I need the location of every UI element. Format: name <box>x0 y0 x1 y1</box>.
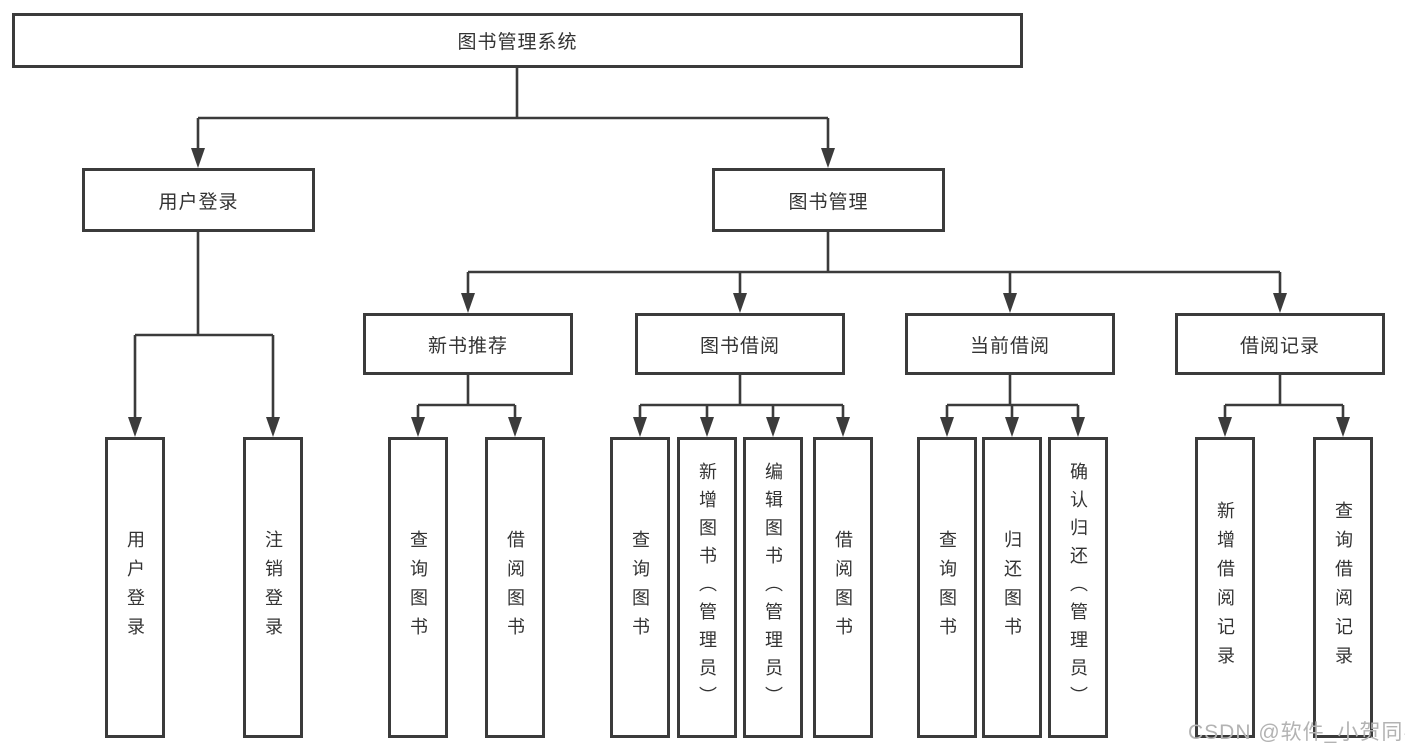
node-leaf-query-borrow-record: 查询借阅记录 <box>1313 437 1373 738</box>
connector-root-to-level2 <box>191 68 835 168</box>
connector-book-borrow-to-leaves <box>633 375 850 437</box>
node-leaf-user-login: 用户登录 <box>105 437 165 738</box>
connector-current-borrow-to-leaves <box>940 375 1085 437</box>
node-leaf-borrow-books-1: 借阅图书 <box>485 437 545 738</box>
node-leaf-logout: 注销登录 <box>243 437 303 738</box>
node-leaf-borrow-books-2: 借阅图书 <box>813 437 873 738</box>
connector-borrow-records-to-leaves <box>1218 375 1350 437</box>
node-leaf-confirm-return-admin: 确认归还（管理员） <box>1048 437 1108 738</box>
node-book-management: 图书管理 <box>712 168 945 232</box>
connector-new-book-recommend-to-leaves <box>411 375 522 437</box>
node-leaf-query-books-2: 查询图书 <box>610 437 670 738</box>
node-user-login: 用户登录 <box>82 168 315 232</box>
node-leaf-add-borrow-record: 新增借阅记录 <box>1195 437 1255 738</box>
node-current-borrow: 当前借阅 <box>905 313 1115 375</box>
node-leaf-add-books-admin: 新增图书（管理员） <box>677 437 737 738</box>
connector-user-login-to-leaves <box>128 232 280 437</box>
node-new-book-recommend: 新书推荐 <box>363 313 573 375</box>
node-borrow-records: 借阅记录 <box>1175 313 1385 375</box>
csdn-watermark: CSDN @软件_小贺同学 <box>1188 721 1405 744</box>
connector-book-mgmt-to-level3 <box>461 232 1287 313</box>
node-leaf-query-books-1: 查询图书 <box>388 437 448 738</box>
node-leaf-edit-books-admin: 编辑图书（管理员） <box>743 437 803 738</box>
node-leaf-return-books: 归还图书 <box>982 437 1042 738</box>
node-leaf-query-books-3: 查询图书 <box>917 437 977 738</box>
node-root-system: 图书管理系统 <box>12 13 1023 68</box>
node-book-borrow: 图书借阅 <box>635 313 845 375</box>
